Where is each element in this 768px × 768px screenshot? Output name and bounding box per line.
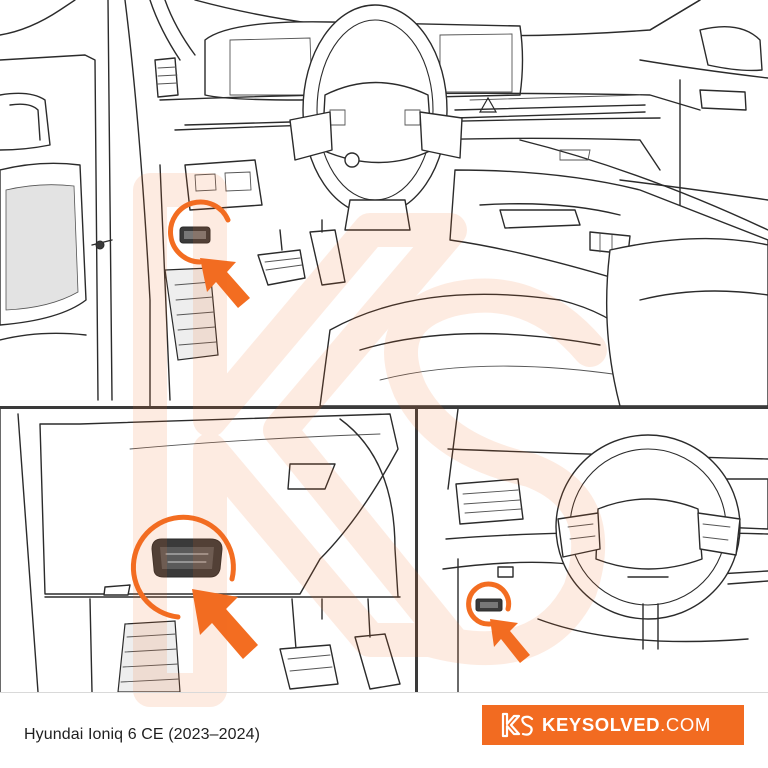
vehicle-caption: Hyundai Ioniq 6 CE (2023–2024) bbox=[24, 726, 261, 743]
panel-divider-horizontal bbox=[0, 406, 768, 409]
steering-column-illustration bbox=[442, 409, 768, 692]
side-mirror bbox=[699, 25, 763, 72]
brand-name: KEYSOLVED bbox=[542, 714, 661, 735]
cabin-overview-panel bbox=[0, 0, 768, 406]
accelerator-pedal bbox=[309, 229, 346, 286]
door-speaker-grille bbox=[5, 184, 79, 311]
passenger-seat bbox=[605, 237, 768, 406]
steering-hub bbox=[595, 498, 703, 570]
obd-closeup-illustration bbox=[0, 409, 401, 692]
brand-wordmark: KEYSOLVED.COM bbox=[542, 714, 711, 736]
hazard-button bbox=[478, 96, 498, 113]
obd-port-highlight-ring bbox=[130, 514, 236, 620]
footer-divider bbox=[0, 692, 768, 693]
brand-badge[interactable]: KEYSOLVED.COM bbox=[482, 705, 744, 745]
ks-monogram-icon bbox=[501, 712, 534, 738]
pointer-arrow bbox=[490, 619, 530, 663]
accelerator-pedal bbox=[354, 633, 401, 690]
steering-column-view-panel bbox=[418, 409, 768, 692]
cabin-overview-illustration bbox=[0, 0, 768, 406]
obd-port-highlight-ring bbox=[466, 581, 512, 627]
air-vent bbox=[455, 478, 524, 525]
lower-dash-panel bbox=[39, 413, 399, 595]
obd-port-highlight-ring bbox=[168, 199, 231, 265]
pointer-arrow bbox=[192, 589, 258, 659]
pointer-arrow bbox=[200, 258, 250, 308]
steering-hub bbox=[321, 81, 433, 164]
door-latch bbox=[95, 240, 105, 250]
footrest bbox=[117, 620, 181, 692]
brand-tld: .COM bbox=[660, 714, 711, 735]
obd-port-closeup-panel bbox=[0, 409, 415, 692]
panel-divider-vertical bbox=[415, 409, 418, 692]
